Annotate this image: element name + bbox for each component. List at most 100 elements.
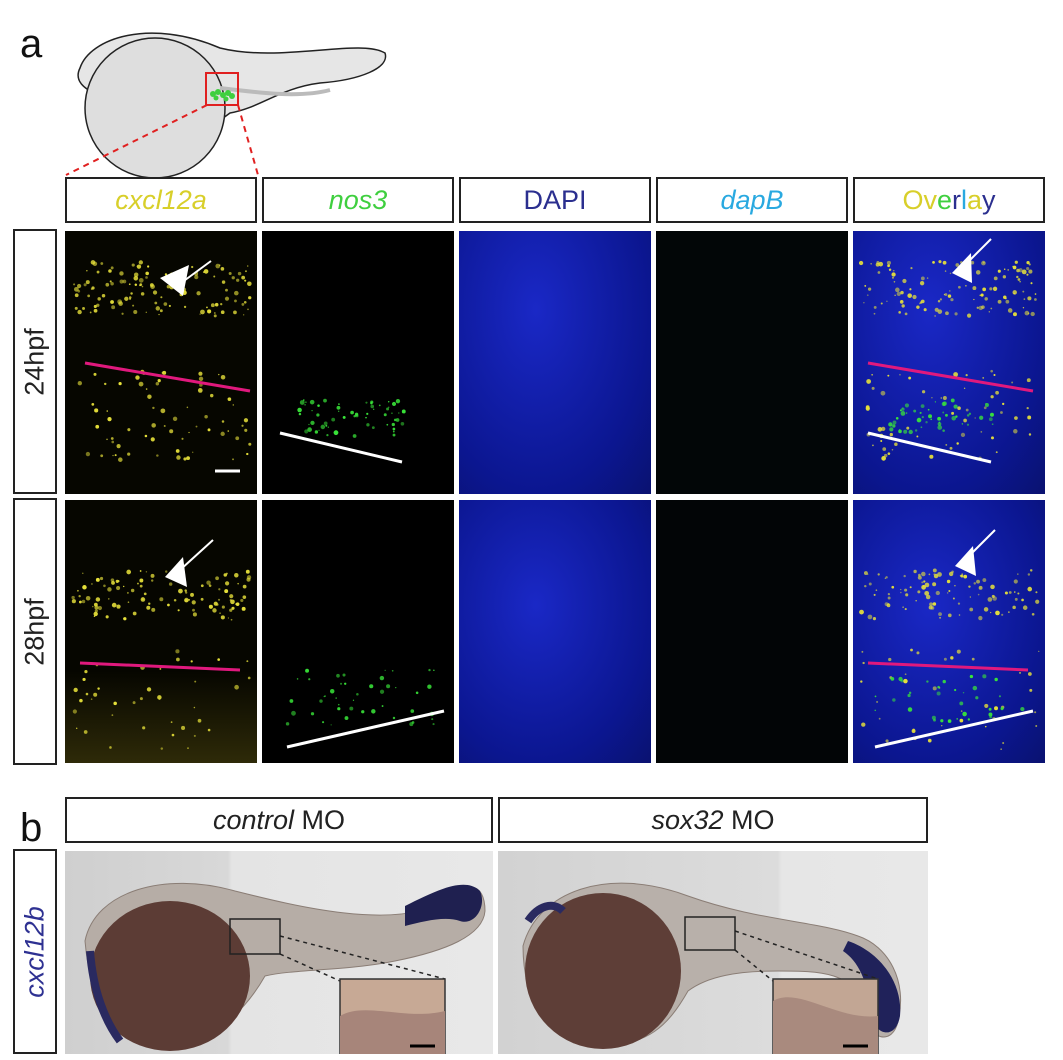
- signal-dot: [1007, 269, 1009, 271]
- signal-dot: [1027, 672, 1032, 676]
- signal-dot: [118, 301, 123, 306]
- signal-dot: [162, 370, 167, 375]
- signal-dot: [361, 710, 365, 714]
- signal-dot: [966, 423, 970, 426]
- signal-dot: [111, 305, 116, 310]
- signal-dot: [215, 603, 219, 606]
- signal-dot: [235, 602, 240, 606]
- signal-dot: [978, 305, 983, 311]
- signal-dot: [872, 444, 874, 447]
- signal-dot: [989, 412, 994, 417]
- signal-dot: [175, 449, 180, 453]
- image-dapb-24hpf: [656, 231, 848, 494]
- signal-dot: [884, 602, 889, 606]
- signal-dot: [155, 306, 161, 311]
- signal-dot: [344, 716, 349, 720]
- signal-dot: [212, 608, 217, 613]
- signal-dot: [880, 439, 883, 442]
- signal-dot: [902, 606, 904, 608]
- signal-dot: [105, 615, 109, 619]
- signal-dot: [1028, 263, 1031, 266]
- signal-dot: [323, 398, 327, 403]
- signal-dot: [978, 585, 983, 590]
- signal-dot: [963, 574, 968, 579]
- signal-dot: [873, 305, 877, 309]
- signal-dot: [93, 304, 97, 309]
- signal-dot: [954, 688, 957, 692]
- signal-dot: [914, 429, 918, 432]
- signal-dot: [1026, 407, 1029, 410]
- signal-dot: [370, 404, 375, 409]
- signal-dot: [91, 583, 93, 585]
- signal-dot: [971, 657, 975, 661]
- signal-dot: [111, 581, 115, 585]
- row-label-cxcl12b: cxcl12b: [13, 849, 57, 1054]
- signal-dot: [234, 684, 239, 690]
- signal-dot: [992, 596, 997, 601]
- signal-dot: [304, 404, 306, 406]
- signal-dot: [898, 676, 903, 682]
- signal-dot: [160, 747, 164, 750]
- signal-dot: [937, 416, 942, 421]
- signal-dot: [95, 577, 100, 582]
- signal-dot: [110, 266, 114, 270]
- signal-dot: [907, 707, 913, 712]
- signal-dot: [228, 271, 232, 276]
- signal-dot: [957, 602, 961, 605]
- signal-dot: [887, 452, 891, 455]
- signal-dot: [945, 443, 948, 446]
- signal-dot: [968, 412, 972, 415]
- signal-dot: [953, 372, 959, 377]
- signal-dot: [232, 404, 234, 406]
- signal-dot: [146, 605, 151, 610]
- signal-dot: [925, 421, 928, 424]
- signal-dot: [108, 269, 112, 273]
- signal-dot: [943, 657, 947, 661]
- signal-dot: [901, 304, 905, 308]
- signal-dot: [937, 572, 942, 577]
- signal-dot: [899, 373, 901, 376]
- signal-dot: [74, 306, 78, 310]
- signal-dot: [927, 408, 930, 411]
- signal-dot: [432, 723, 435, 726]
- signal-dot: [983, 406, 987, 410]
- signal-dot: [925, 594, 931, 600]
- signal-dot: [1024, 310, 1030, 316]
- signal-dot: [963, 418, 967, 423]
- signal-dot: [207, 728, 211, 732]
- signal-dot: [100, 262, 104, 265]
- signal-dot: [320, 424, 326, 430]
- signal-dot: [904, 403, 910, 408]
- signal-dot: [86, 270, 88, 272]
- overlay-letter: v: [923, 184, 937, 215]
- signal-dot: [99, 576, 104, 581]
- signal-dot: [991, 423, 994, 426]
- signal-dot: [910, 267, 913, 270]
- signal-dot: [1019, 280, 1021, 283]
- signal-dot: [990, 369, 993, 373]
- signal-dot: [878, 261, 884, 267]
- signal-dot: [237, 582, 239, 585]
- signal-dot: [76, 727, 78, 729]
- signal-dot: [191, 600, 196, 605]
- signal-dot: [960, 574, 964, 578]
- signal-dot: [916, 435, 919, 438]
- signal-dot: [1012, 605, 1016, 610]
- signal-dot: [163, 424, 166, 427]
- signal-dot: [317, 404, 320, 407]
- signal-dot: [917, 575, 922, 580]
- signal-dot: [898, 311, 901, 314]
- signal-dot: [77, 589, 79, 592]
- signal-dot: [240, 598, 244, 603]
- signal-dot: [875, 589, 878, 591]
- signal-dot: [882, 447, 887, 451]
- signal-dot: [331, 417, 336, 422]
- signal-dot: [944, 270, 947, 272]
- signal-dot: [990, 611, 992, 614]
- signal-dot: [388, 406, 390, 408]
- signal-dot: [924, 582, 930, 588]
- signal-dot: [866, 379, 872, 384]
- signal-dot: [150, 573, 155, 578]
- signal-dot: [872, 617, 877, 621]
- signal-dot: [229, 594, 234, 599]
